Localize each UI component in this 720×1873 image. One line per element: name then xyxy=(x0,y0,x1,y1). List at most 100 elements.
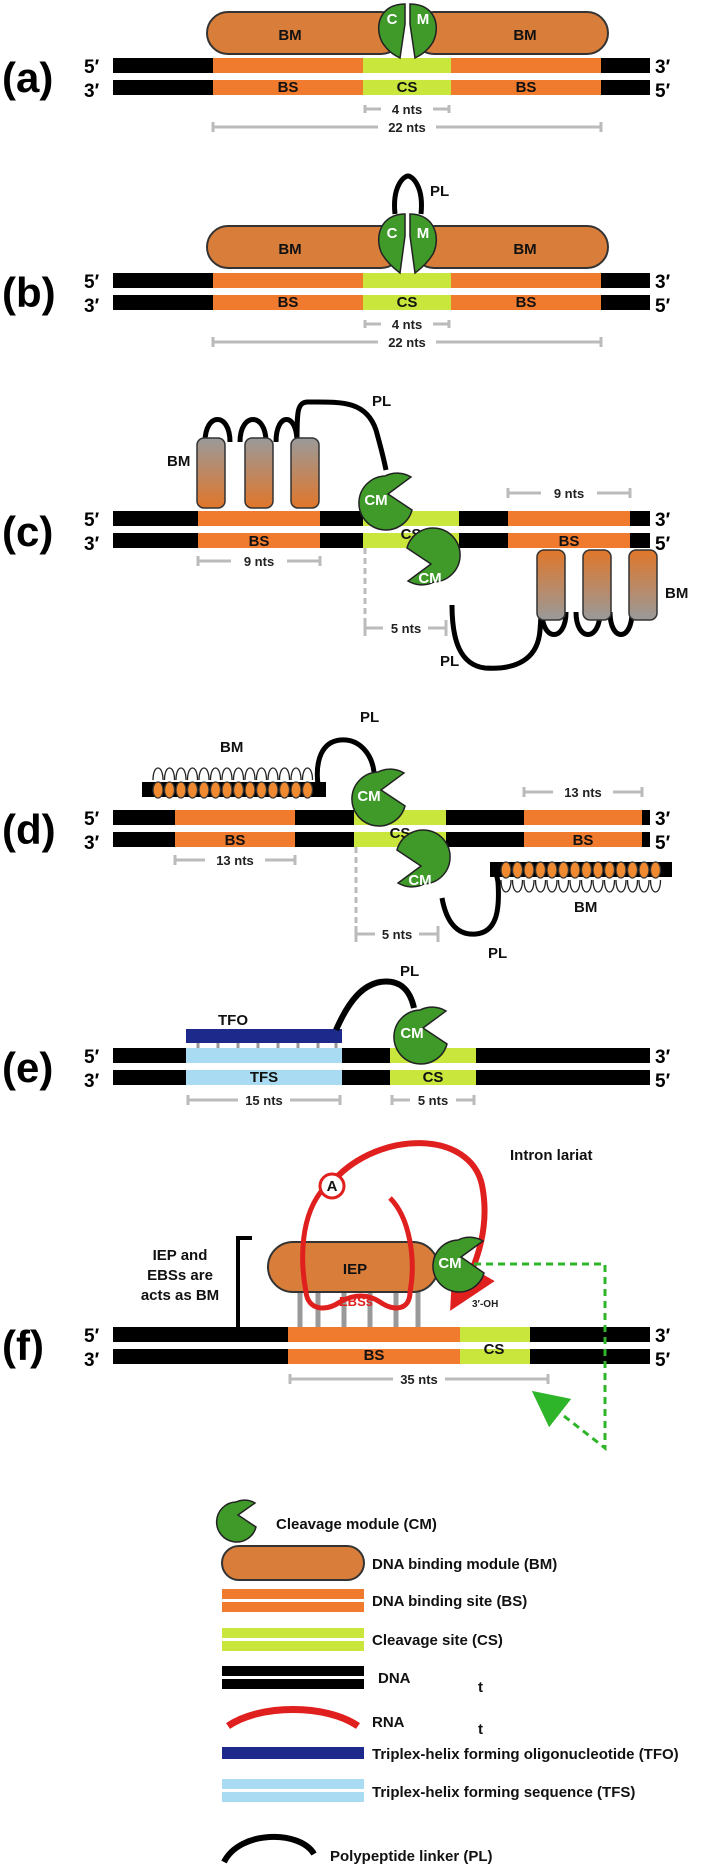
strand-gap xyxy=(113,825,650,832)
helix-loop xyxy=(615,879,627,893)
binding-module-top xyxy=(142,767,326,799)
binding-module-top xyxy=(196,417,320,509)
binding-module-bottom xyxy=(536,549,658,637)
pl-label: PL xyxy=(430,183,449,200)
iep-label: IEP xyxy=(343,1261,367,1278)
spacer-cs-label: 5 nts xyxy=(418,1093,448,1108)
helix-bead xyxy=(569,861,581,879)
helix-bead xyxy=(255,781,268,799)
spacer-total-label: 22 nts xyxy=(388,120,426,135)
bs-label-right: BS xyxy=(516,294,537,311)
helix-bead xyxy=(232,781,245,799)
cleavage-module xyxy=(432,1236,485,1293)
cleavage-module-right xyxy=(409,3,437,60)
spacer-total-label: 35 nts xyxy=(400,1372,438,1387)
helix-bead xyxy=(580,861,593,879)
helix-loop xyxy=(267,767,279,781)
helix-loop xyxy=(569,879,581,893)
spacer-total xyxy=(211,122,603,132)
cleavage-module-icon xyxy=(215,1499,257,1543)
helix-loop xyxy=(290,767,302,781)
helix-bead xyxy=(546,861,558,879)
strand-gap xyxy=(113,1063,650,1070)
helix-bead xyxy=(301,781,314,799)
spacer-bs-left-label: 13 nts xyxy=(216,853,254,868)
helix-bead xyxy=(592,861,604,879)
three-prime-bottom: 3′ xyxy=(84,1071,100,1092)
helix-loop xyxy=(255,767,268,781)
helix-loop xyxy=(649,879,662,893)
bm-label-left: BM xyxy=(278,241,301,258)
binding-module-bottom xyxy=(490,861,672,893)
legend-label-4: DNA xyxy=(378,1670,411,1687)
helix-bead xyxy=(638,861,650,879)
pl-label-top: PL xyxy=(372,393,391,410)
polypeptide-linker xyxy=(392,173,424,215)
cm-label: CM xyxy=(400,1025,423,1042)
helix-loop xyxy=(301,767,314,781)
five-prime-top: 5′ xyxy=(84,809,100,830)
pl-label: PL xyxy=(400,963,419,980)
panel-label-d: (d) xyxy=(2,806,56,853)
five-prime-top: 5′ xyxy=(84,272,100,293)
iep-bracket xyxy=(236,1236,252,1342)
helix-loop xyxy=(186,767,199,781)
cleavage-path-arrow xyxy=(474,1262,607,1452)
three-prime-bottom: 3′ xyxy=(84,833,100,854)
helix-bead xyxy=(152,781,164,799)
helix-loop xyxy=(557,879,570,893)
helix-bead xyxy=(198,781,210,799)
three-prime-top: 3′ xyxy=(655,809,671,830)
legend-label-7: Triplex-helix forming sequence (TFS) xyxy=(372,1784,635,1801)
helix-bead xyxy=(603,861,616,879)
panel-e: (e) 5′ 3′ 3′ 5′ TFS CS TFO PL CM 15 nts xyxy=(2,963,671,1108)
bm-label-top: BM xyxy=(167,453,190,470)
binding-module-left xyxy=(206,11,403,55)
three-oh-label: 3′-OH xyxy=(472,1299,498,1310)
panel-b: (b) 5′ 3′ 3′ 5′ BS CS BS PL BM BM C M 4 … xyxy=(2,173,671,350)
bs-label-left: BS xyxy=(225,832,246,849)
helix-bead xyxy=(615,861,627,879)
bm-label-bottom: BM xyxy=(665,585,688,602)
bm-label-right: BM xyxy=(513,241,536,258)
three-prime-top: 3′ xyxy=(655,272,671,293)
helix-loop xyxy=(580,879,593,893)
helix-loop xyxy=(221,767,233,781)
cleavage-module-bottom xyxy=(396,829,451,888)
panel-label-b: (b) xyxy=(2,269,56,316)
three-prime-top: 3′ xyxy=(655,1326,671,1347)
helix-bead xyxy=(244,781,256,799)
cs-label: CS xyxy=(484,1341,505,1358)
helix-loop xyxy=(209,767,222,781)
helix-bead xyxy=(511,861,524,879)
spacer-cs-label: 5 nts xyxy=(391,621,421,636)
three-prime-top: 3′ xyxy=(655,57,671,78)
five-prime-bottom: 5′ xyxy=(655,81,671,102)
triplex-forming-oligonucleotide xyxy=(186,1029,342,1043)
iep-note-line1: IEP and xyxy=(153,1247,208,1264)
cs-label: CS xyxy=(397,79,418,96)
panel-c: (c) 5′ 3′ 3′ 5′ BS CS BS PL BM CM xyxy=(2,393,688,671)
panel-label-a: (a) xyxy=(2,54,53,101)
spacer-bs-left xyxy=(196,556,322,566)
helix-bead xyxy=(626,861,639,879)
bs-label-right: BS xyxy=(559,533,580,550)
bs-label-right: BS xyxy=(573,832,594,849)
legend-label-5: RNA xyxy=(372,1714,405,1731)
bs-label-left: BS xyxy=(278,294,299,311)
cm-label-bottom: CM xyxy=(408,872,431,889)
m-label: M xyxy=(417,11,430,28)
c-label: C xyxy=(387,11,398,28)
spacer-cs-label: 4 nts xyxy=(392,102,422,117)
five-prime-top: 5′ xyxy=(84,57,100,78)
spacer-bs-right-label: 13 nts xyxy=(564,785,602,800)
polypeptide-linker-bottom xyxy=(439,866,501,937)
legend-mark-4: t xyxy=(478,1679,483,1696)
spacer-tfs xyxy=(186,1095,342,1105)
legend-label-8: Polypeptide linker (PL) xyxy=(330,1848,493,1865)
five-prime-bottom: 5′ xyxy=(655,1071,671,1092)
dna-icon xyxy=(222,1666,364,1689)
three-prime-top: 3′ xyxy=(655,1047,671,1068)
helix-loop xyxy=(638,879,650,893)
cleavage-module-top xyxy=(358,472,413,531)
